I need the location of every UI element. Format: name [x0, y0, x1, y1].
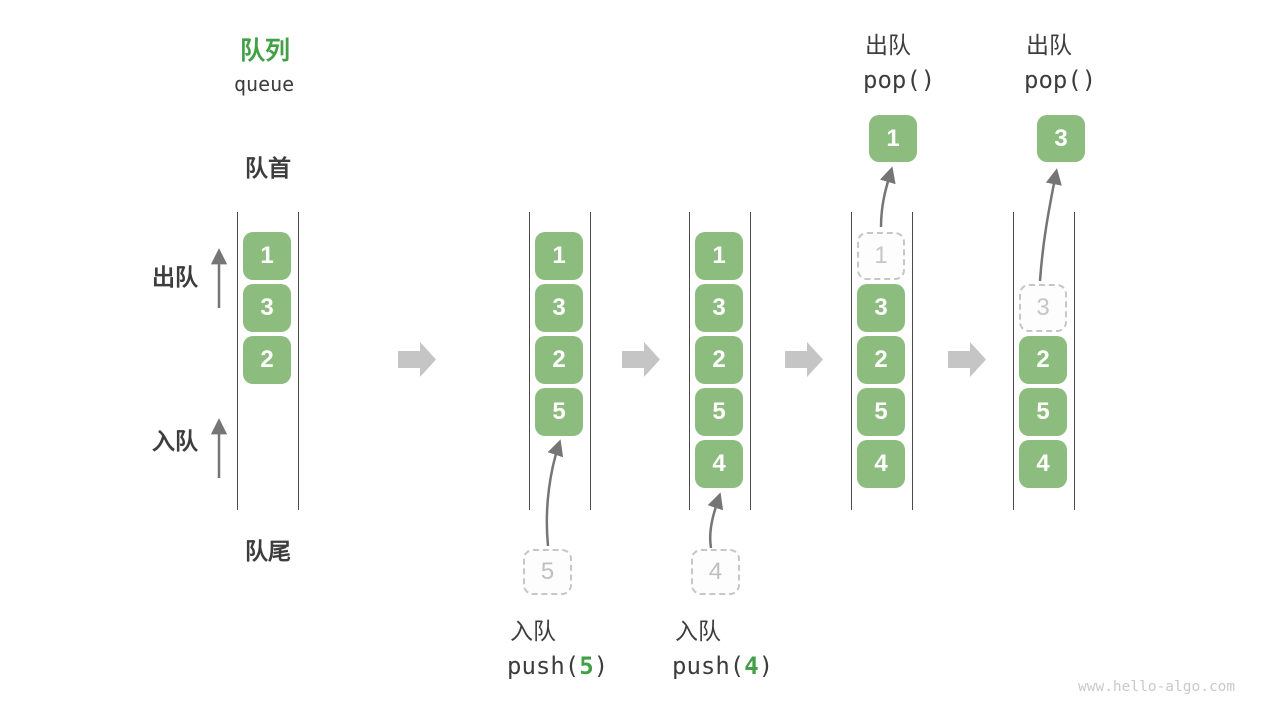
label-pop1-fn: pop() [863, 66, 936, 94]
queue-item: 2 [535, 336, 583, 384]
queue-item: 2 [1019, 336, 1067, 384]
queue-item: 1 [535, 232, 583, 280]
transition-arrow-icon-4 [948, 342, 986, 377]
label-push4-fn: push(4) [672, 654, 773, 678]
push4-fn-open: push( [672, 652, 745, 680]
push4-arg: 4 [744, 652, 759, 680]
label-queue-front: 队首 [245, 155, 291, 181]
popped-element-1: 1 [869, 115, 917, 162]
queue-item: 1 [695, 232, 743, 280]
queue-item: 4 [695, 440, 743, 488]
label-push4-zh: 入队 [675, 618, 721, 644]
transition-arrow-icon-3 [785, 342, 823, 377]
watermark: www.hello-algo.com [1078, 679, 1236, 695]
incoming-element-5: 5 [523, 549, 572, 595]
label-queue-rear: 队尾 [245, 538, 291, 564]
label-pop3-fn: pop() [1024, 66, 1097, 94]
push5-arg: 5 [579, 652, 594, 680]
queue-item: 2 [857, 336, 905, 384]
label-push5-zh: 入队 [510, 618, 556, 644]
queue-item: 5 [535, 388, 583, 436]
queue-state-4: 1 3 2 5 4 [851, 212, 913, 510]
queue-item: 4 [857, 440, 905, 488]
queue-item: 5 [1019, 388, 1067, 436]
queue-item: 3 [857, 284, 905, 332]
label-enqueue-direction: 入队 [152, 428, 198, 454]
push4-fn-close: ) [758, 652, 774, 680]
queue-state-1: 1 3 2 [237, 212, 299, 510]
queue-item: 2 [243, 336, 291, 384]
queue-item: 4 [1019, 440, 1067, 488]
queue-state-2: 1 3 2 5 [529, 212, 591, 510]
queue-item: 5 [695, 388, 743, 436]
queue-item-removed: 1 [857, 232, 905, 280]
diagram-title-en: queue [234, 72, 295, 96]
push5-fn-close: ) [593, 652, 609, 680]
push5-fn-open: push( [507, 652, 580, 680]
transition-arrow-icon-1 [398, 342, 436, 377]
queue-item: 3 [695, 284, 743, 332]
incoming-element-4: 4 [691, 549, 740, 595]
queue-item: 2 [695, 336, 743, 384]
transition-arrow-icon-2 [622, 342, 660, 377]
popped-element-3: 3 [1037, 115, 1085, 162]
diagram-title-zh: 队列 [240, 37, 291, 65]
queue-item: 3 [535, 284, 583, 332]
label-dequeue-direction: 出队 [152, 264, 198, 290]
queue-item: 5 [857, 388, 905, 436]
queue-item-removed: 3 [1019, 284, 1067, 332]
queue-state-5: 3 2 5 4 [1013, 212, 1075, 510]
queue-item: 1 [243, 232, 291, 280]
label-push5-fn: push(5) [507, 654, 608, 678]
label-pop1-zh: 出队 [865, 32, 911, 58]
queue-state-3: 1 3 2 5 4 [689, 212, 751, 510]
queue-item: 3 [243, 284, 291, 332]
label-pop3-zh: 出队 [1026, 32, 1072, 58]
